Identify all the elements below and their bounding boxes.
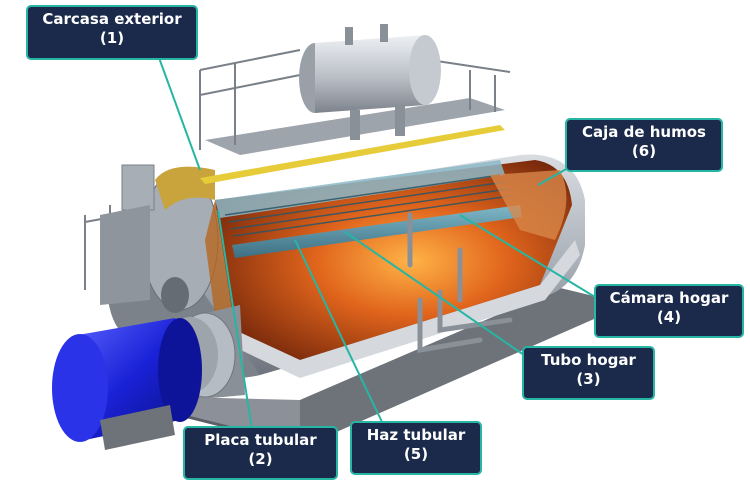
callout-placa-num: (2) (248, 450, 273, 468)
leader-haz (294, 239, 383, 423)
callout-camara-name: Cámara hogar (609, 289, 729, 307)
leader-camara (459, 214, 601, 301)
callout-carcasa-exterior: Carcasa exterior (1) (26, 5, 198, 60)
leader-carcasa (157, 54, 201, 171)
callout-carcasa-name: Carcasa exterior (42, 10, 182, 28)
cutaway-interior (205, 160, 580, 378)
callout-camara-hogar: Cámara hogar (4) (594, 284, 744, 338)
front-equipment (84, 164, 189, 313)
callout-caja-de-humos: Caja de humos (6) (565, 118, 723, 172)
piping (407, 212, 513, 353)
callout-tubo-name: Tubo hogar (541, 351, 636, 369)
callout-haz-name: Haz tubular (366, 426, 466, 444)
callout-carcasa-num: (1) (99, 29, 125, 47)
callout-placa-tubular: Placa tubular (2) (183, 426, 338, 480)
callout-tubo-num: (3) (576, 370, 601, 388)
callout-haz-num: (5) (403, 445, 429, 463)
leader-placa (217, 209, 253, 431)
leader-tubo (344, 231, 525, 356)
callout-placa-name: Placa tubular (204, 431, 317, 449)
leader-caja (537, 167, 569, 186)
leader-lines (157, 54, 601, 431)
callout-caja-num: (6) (631, 142, 657, 160)
top-platform (199, 24, 511, 155)
callout-tubo-hogar: Tubo hogar (3) (522, 346, 655, 400)
callout-haz-tubular: Haz tubular (5) (350, 421, 482, 475)
burner (52, 305, 245, 450)
callout-camara-num: (4) (656, 308, 682, 326)
callout-caja-name: Caja de humos (582, 123, 706, 141)
